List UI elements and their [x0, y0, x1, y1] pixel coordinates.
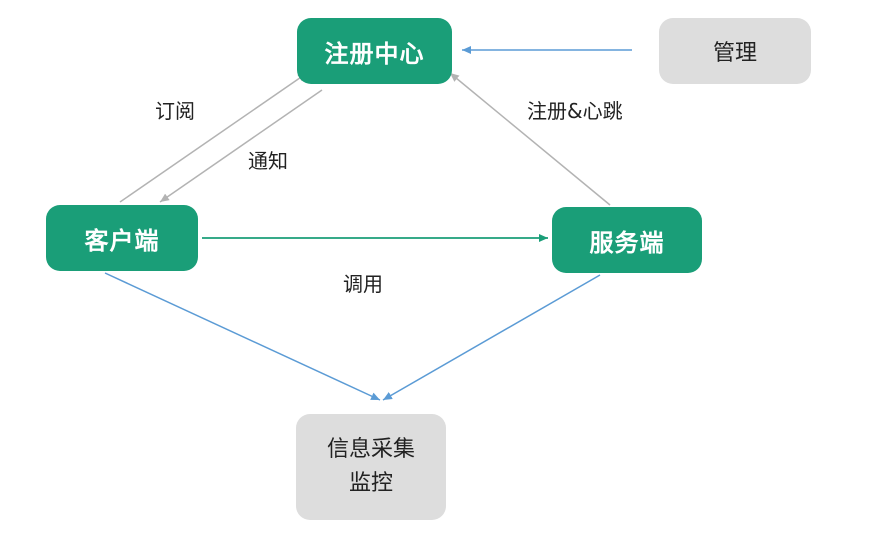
edge-label-notify: 通知 [248, 149, 288, 173]
server-label: 服务端 [589, 228, 665, 257]
monitor-node: 信息采集 监控 [296, 414, 446, 520]
edge-label-register-heartbeat: 注册&心跳 [527, 99, 623, 123]
edge-client-to-monitor [104, 272, 381, 401]
admin-node: 管理 [659, 18, 811, 84]
monitor-label-line2: 监控 [348, 471, 393, 496]
edge-client-subscribe-registry [119, 72, 308, 203]
monitor-label-line1: 信息采集 [326, 437, 415, 462]
edge-label-subscribe: 订阅 [155, 99, 195, 123]
client-node: 客户端 [46, 205, 198, 271]
admin-label: 管理 [712, 41, 757, 66]
edge-registry-notify-client [159, 89, 323, 203]
edge-server-register-registry [449, 72, 611, 206]
edge-server-to-monitor [382, 274, 601, 401]
client-label: 客户端 [84, 226, 160, 255]
registry-node: 注册中心 [297, 18, 452, 84]
edge-label-invoke: 调用 [343, 272, 383, 296]
server-node: 服务端 [552, 207, 702, 273]
registry-label: 注册中心 [324, 39, 425, 68]
